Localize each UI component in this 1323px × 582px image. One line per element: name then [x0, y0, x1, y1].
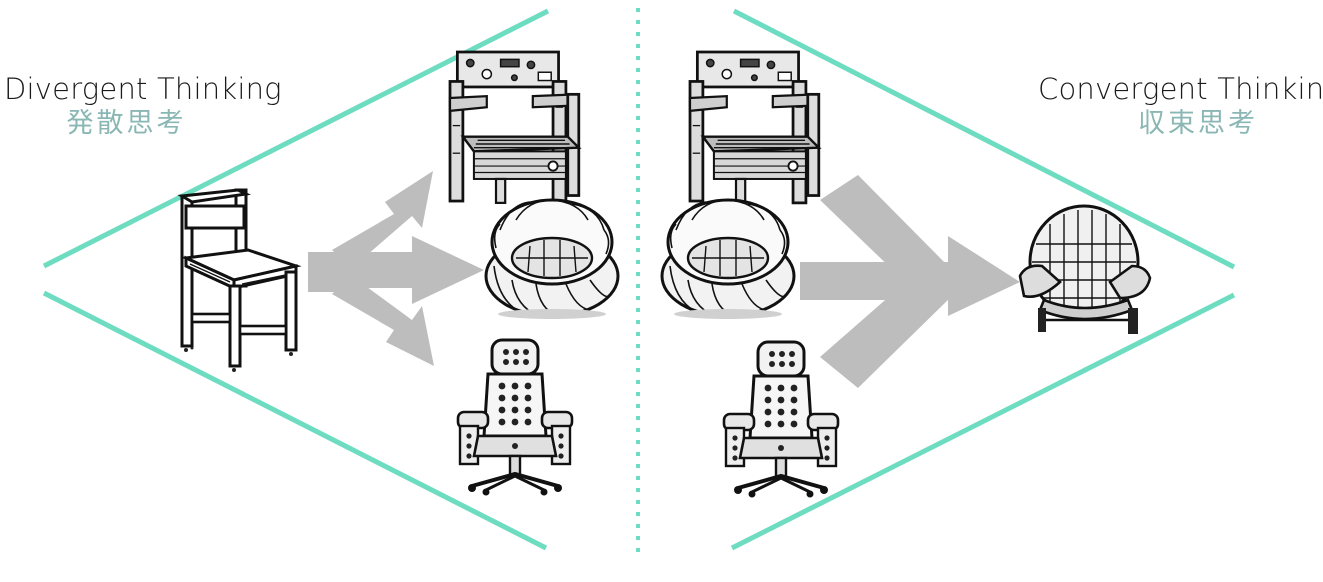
- divergent-arrow-middle: [338, 236, 484, 304]
- hybrid-chair-icon: [1018, 204, 1152, 334]
- ornate-armchair-icon: [448, 50, 581, 205]
- divergent-arrows: [308, 171, 484, 366]
- gaming-office-chair-icon: [456, 338, 574, 498]
- simple-chair-icon: [177, 188, 302, 372]
- convergent-subtitle: 収束思考: [1138, 107, 1258, 139]
- divergent-title: Divergent Thinking: [4, 72, 282, 106]
- round-cushion-chair-icon: [660, 198, 796, 321]
- convergent-arrow-main: [800, 236, 1020, 316]
- convergent-heading: Convergent Thinking 収束思考: [1038, 72, 1323, 140]
- gaming-office-chair-icon: [722, 340, 840, 500]
- divergent-heading: Divergent Thinking 発散思考: [4, 72, 282, 140]
- round-cushion-chair-icon: [484, 198, 620, 321]
- divergent-arrow-down: [332, 276, 434, 366]
- convergent-upper-line: [732, 8, 1236, 270]
- convergent-title: Convergent Thinking: [1038, 72, 1323, 106]
- divergent-arrow-up: [332, 171, 433, 268]
- divergent-subtitle: 発散思考: [66, 107, 187, 139]
- convergent-arrows: [800, 175, 1020, 388]
- convergent-lower-line: [730, 292, 1236, 551]
- ornate-armchair-icon: [688, 50, 821, 205]
- divergent-lower-line: [42, 290, 548, 551]
